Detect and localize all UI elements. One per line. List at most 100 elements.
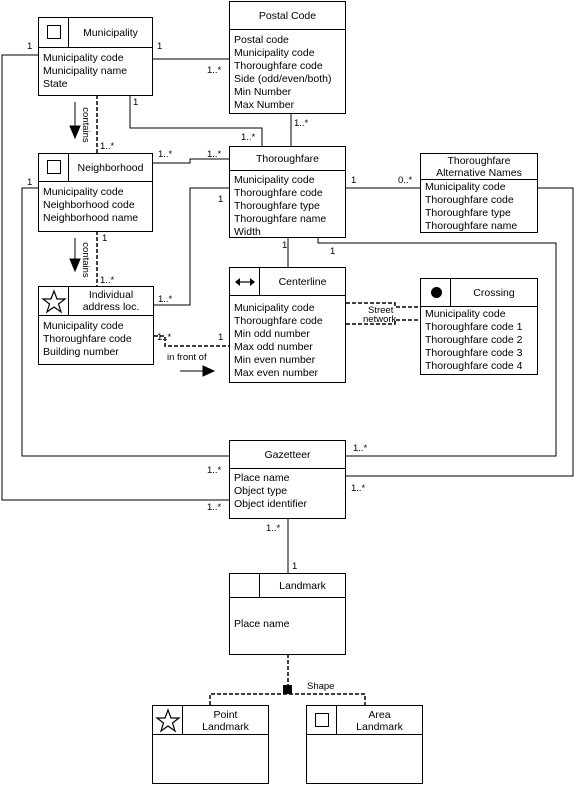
street-network-label-line2: network (363, 314, 397, 325)
multiplicity: 1..* (207, 502, 222, 513)
double-arrow-icon (230, 268, 260, 295)
multiplicity: 1 (133, 97, 139, 108)
point-landmark-title-line1: Point (213, 709, 238, 721)
postal-code-title: Postal Code (258, 10, 317, 22)
multiplicity: 1..* (158, 294, 173, 305)
attr-thoroughfare-type: Thoroughfare type (425, 207, 511, 219)
landmark-title: Landmark (279, 580, 326, 592)
contains-arrow-2 (69, 258, 81, 273)
attr-municipality-code: Municipality code (234, 174, 315, 186)
municipality-gazetteer-link (1, 54, 229, 501)
attr-municipality-code: Municipality code (234, 302, 315, 314)
multiplicity: 1..* (351, 483, 366, 494)
thoroughfare-title: Thoroughfare (255, 153, 320, 165)
attr-max-even-number: Max even number (234, 367, 319, 379)
point-landmark-class[interactable]: Point Landmark (152, 705, 269, 784)
attr-municipality-code: Municipality code (43, 52, 124, 64)
attr-postal-code: Postal code (234, 34, 289, 46)
attr-side: Side (odd/even/both) (234, 73, 332, 85)
blank-icon-cell (230, 574, 260, 597)
shape-label: Shape (307, 681, 335, 692)
attr-thoroughfare-code-1: Thoroughfare code 1 (425, 321, 523, 333)
shape-link-branches (209, 693, 366, 705)
multiplicity: 0..* (398, 175, 413, 186)
gazetteer-title: Gazetteer (264, 449, 311, 461)
attr-municipality-code: Municipality code (234, 47, 315, 59)
star-icon (39, 287, 69, 315)
gazetteer-class[interactable]: Gazetteer Place name Object type Object … (229, 440, 346, 519)
area-landmark-title-line2: Landmark (356, 721, 403, 733)
multiplicity: 1..* (353, 443, 368, 454)
attr-building-number: Building number (43, 346, 119, 358)
multiplicity: 1 (27, 41, 33, 52)
thoroughfare-alternative-names-class[interactable]: Thoroughfare Alternative Names Municipal… (420, 153, 538, 233)
attr-thoroughfare-code: Thoroughfare code (234, 187, 323, 199)
contains-label-2: contains (80, 242, 91, 278)
thoroughfare-class[interactable]: Thoroughfare Municipality code Thoroughf… (229, 146, 346, 238)
attr-thoroughfare-name: Thoroughfare name (425, 220, 518, 232)
individual-address-class[interactable]: Individual address loc. Municipality cod… (38, 286, 154, 365)
multiplicity: 1..* (294, 118, 309, 129)
in-front-of-label: in front of (167, 352, 207, 363)
postal-code-class[interactable]: Postal Code Postal code Municipality cod… (229, 1, 346, 114)
attr-municipality-code: Municipality code (425, 181, 506, 193)
attr-thoroughfare-name: Thoroughfare name (234, 213, 327, 225)
street-network-link-2 (346, 319, 420, 325)
filled-circle-icon (421, 279, 451, 306)
in-front-of-link (154, 335, 229, 347)
multiplicity: 1..* (100, 275, 115, 286)
multiplicity: 1 (351, 175, 357, 186)
multiplicity: 1..* (266, 523, 281, 534)
municipality-thoroughfare-link (129, 95, 263, 146)
attr-state: State (43, 78, 68, 90)
landmark-class[interactable]: Landmark Place name (229, 573, 346, 655)
attr-thoroughfare-code-2: Thoroughfare code 2 (425, 334, 523, 346)
attr-thoroughfare-code-3: Thoroughfare code 3 (425, 347, 523, 359)
shape-join-square (283, 685, 292, 694)
centerline-title: Centerline (278, 276, 327, 288)
square-icon (39, 18, 69, 47)
attr-municipality-name: Municipality name (43, 65, 128, 77)
municipality-class[interactable]: Municipality Municipality code Municipal… (38, 17, 153, 96)
attr-thoroughfare-type: Thoroughfare type (234, 200, 320, 212)
attr-min-odd-number: Min odd number (234, 328, 310, 340)
attr-object-type: Object type (234, 485, 288, 497)
multiplicity: 1 (330, 246, 336, 257)
attr-thoroughfare-code: Thoroughfare code (43, 333, 132, 345)
multiplicity: 1..* (158, 149, 173, 160)
alternative-gazetteer-link (346, 187, 574, 477)
attr-place-name: Place name (234, 472, 290, 484)
multiplicity: 1 (157, 41, 163, 52)
alt-names-title-line2: Alternative Names (436, 167, 522, 179)
attr-max-number: Max Number (234, 99, 295, 111)
multiplicity: 1 (292, 561, 298, 572)
street-network-label-line1: Street (368, 305, 394, 316)
neighborhood-gazetteer-link (21, 187, 229, 457)
crossing-class[interactable]: Crossing Municipality code Thoroughfare … (420, 278, 538, 375)
attr-min-number: Min Number (234, 86, 292, 98)
contains-label-1: contains (80, 107, 91, 143)
attr-object-identifier: Object identifier (234, 498, 307, 510)
square-icon (307, 706, 337, 734)
neighborhood-class[interactable]: Neighborhood Municipality code Neighborh… (38, 153, 153, 232)
neighborhood-thoroughfare-link (152, 158, 229, 164)
point-landmark-title-line2: Landmark (202, 721, 249, 733)
multiplicity: 1 (102, 233, 108, 244)
address-title-line1: Individual (88, 289, 134, 301)
multiplicity: 1..* (207, 149, 222, 160)
attr-municipality-code: Municipality code (425, 308, 506, 320)
multiplicity: 1 (218, 194, 224, 205)
area-landmark-class[interactable]: Area Landmark (306, 705, 423, 784)
square-icon (39, 154, 69, 181)
multiplicity: 1..* (207, 465, 222, 476)
attr-thoroughfare-code: Thoroughfare code (425, 194, 514, 206)
in-front-of-arrow (202, 365, 216, 377)
area-landmark-title-line1: Area (368, 709, 391, 721)
crossing-title: Crossing (473, 287, 515, 299)
multiplicity: 1..* (207, 65, 222, 76)
multiplicity: 1..* (100, 141, 115, 152)
thoroughfare-address-link (154, 187, 229, 306)
attr-max-odd-number: Max odd number (234, 341, 313, 353)
centerline-class[interactable]: Centerline Municipality code Thoroughfar… (229, 267, 346, 383)
